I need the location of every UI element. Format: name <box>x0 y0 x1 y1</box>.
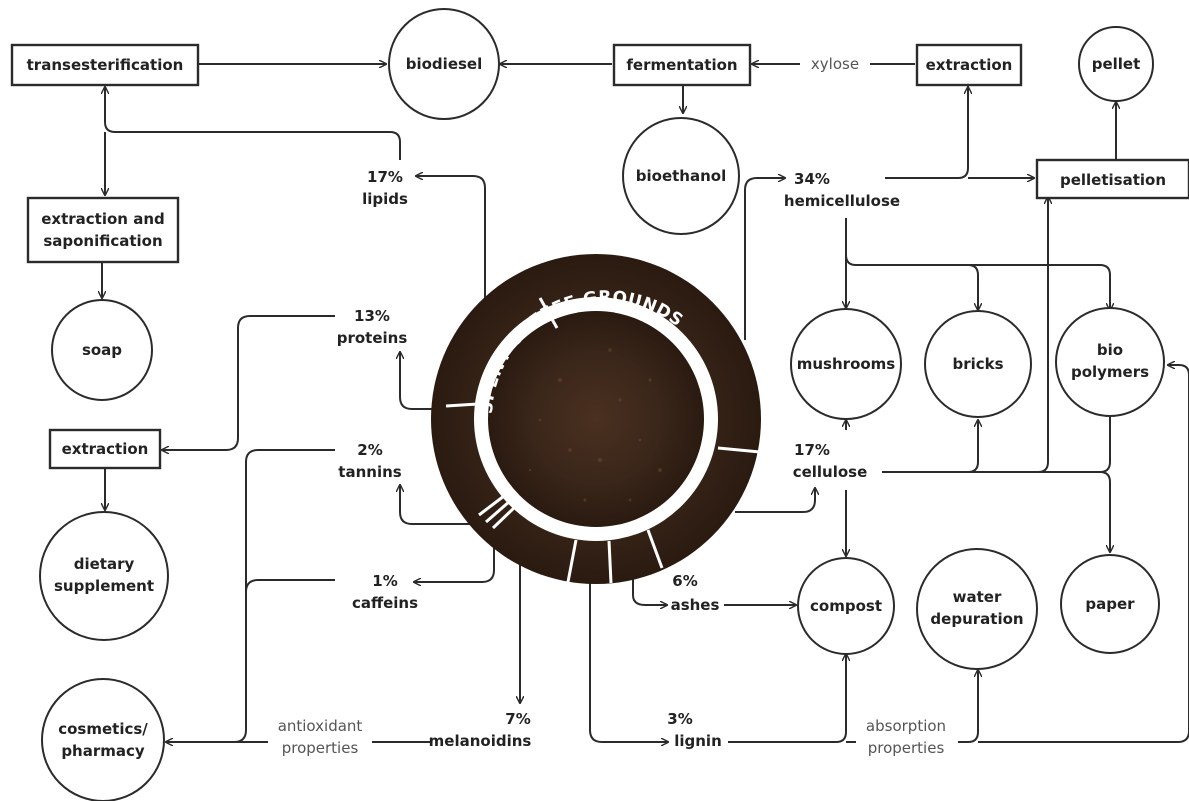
edge-center-lipids <box>416 176 486 312</box>
edge-cellulose-biopolymers <box>1099 461 1111 473</box>
name-proteins: proteins <box>337 329 408 347</box>
label-saponification: saponification <box>43 232 162 250</box>
coffee-texture <box>528 348 662 502</box>
label-dietary: dietary <box>74 555 135 573</box>
pct-cellulose: 17% <box>794 441 830 459</box>
node-paper <box>1060 554 1160 654</box>
edge-cellulose-pelletisation <box>1037 461 1049 473</box>
box-transesterification <box>10 43 200 87</box>
label-supplement: supplement <box>54 577 154 595</box>
edge-lipids-branch <box>104 121 401 160</box>
process-boxes: transesterification fermentation extract… <box>10 43 1189 470</box>
node-pellet <box>1078 26 1154 102</box>
edge-hemi-bricks <box>967 264 979 276</box>
node-mushrooms <box>790 308 902 420</box>
label-transesterification: transesterification <box>27 56 184 74</box>
label-extraction-and: extraction and <box>41 210 165 228</box>
edge-cellulose-paper <box>882 471 1111 548</box>
pct-melanoidins: 7% <box>505 710 530 728</box>
label-compost: compost <box>810 597 882 615</box>
pct-lignin: 3% <box>667 710 692 728</box>
label-extraction-left: extraction <box>62 440 149 458</box>
box-extraction-top <box>915 43 1023 87</box>
product-nodes: biodiesel bioethanol pellet soap dietary… <box>39 8 1165 801</box>
edges <box>102 64 1189 742</box>
pct-hemicellulose: 34% <box>794 170 830 188</box>
box-extraction-saponification <box>26 196 180 264</box>
node-bio-polymers <box>1055 307 1165 417</box>
name-lipids: lipids <box>362 190 408 208</box>
pct-proteins: 13% <box>354 307 390 325</box>
node-cosmetics-pharmacy <box>41 678 165 801</box>
node-compost <box>797 557 895 655</box>
edge-center-hemicellulose <box>744 178 785 340</box>
label-cosmetics: cosmetics/ <box>58 720 148 738</box>
edge-proteins-extraction <box>225 315 335 451</box>
node-biodiesel <box>388 8 500 120</box>
pct-tannins: 2% <box>357 441 382 459</box>
name-melanoidins: melanoidins <box>429 732 532 750</box>
label-water: water <box>953 588 1002 606</box>
label-pelletisation: pelletisation <box>1060 171 1166 189</box>
name-cellulose: cellulose <box>793 463 868 481</box>
label-paper: paper <box>1085 595 1135 613</box>
label-biodiesel: biodiesel <box>406 55 482 73</box>
inner-disc <box>488 311 704 527</box>
label-extraction-top: extraction <box>926 56 1013 74</box>
label-fermentation: fermentation <box>626 56 737 74</box>
box-extraction-left <box>48 428 162 470</box>
ring-separators <box>445 297 761 584</box>
node-bricks <box>924 310 1032 418</box>
note-antioxidant: antioxidant <box>278 717 363 735</box>
note-antioxidant-properties: properties <box>282 739 359 757</box>
label-mushrooms: mushrooms <box>797 355 896 373</box>
note-absorption-properties: properties <box>868 739 945 757</box>
edge-center-lignin <box>589 580 668 742</box>
pct-caffeins: 1% <box>372 572 397 590</box>
name-ashes: ashes <box>671 596 720 614</box>
label-bio: bio <box>1097 341 1123 359</box>
edge-lignin-compost <box>728 652 847 743</box>
edge-absorption-biopolymers <box>978 364 1189 743</box>
edge-hemi-right <box>845 254 1111 276</box>
label-polymers: polymers <box>1071 363 1149 381</box>
edge-caffeins-cosmetics <box>245 579 335 593</box>
box-pelletisation <box>1035 158 1189 200</box>
edge-cellulose-bricks <box>967 461 979 473</box>
annotations: xylose antioxidant properties absorption… <box>278 55 946 757</box>
label-bricks: bricks <box>952 355 1003 373</box>
edge-center-cellulose <box>735 488 815 513</box>
label-bioethanol: bioethanol <box>636 167 726 185</box>
edge-absorption-water <box>958 680 979 743</box>
node-water-depuration <box>916 548 1038 670</box>
edge-center-caffeins <box>414 522 495 582</box>
note-absorption: absorption <box>866 717 946 735</box>
center-spent-coffee-grounds: SPENT COFFEE GROUNDS <box>431 254 761 584</box>
label-pharmacy: pharmacy <box>61 742 145 760</box>
edge-hemi-extraction <box>885 167 969 179</box>
name-tannins: tannins <box>338 463 401 481</box>
node-dietary-supplement <box>39 511 169 641</box>
edge-center-tannins <box>400 485 478 525</box>
node-soap <box>51 299 153 401</box>
box-fermentation <box>612 43 752 87</box>
label-depuration: depuration <box>930 610 1023 628</box>
edge-center-proteins <box>400 352 446 410</box>
name-caffeins: caffeins <box>352 594 418 612</box>
name-hemicellulose: hemicellulose <box>784 192 900 210</box>
name-lignin: lignin <box>674 732 722 750</box>
node-bioethanol <box>622 117 740 235</box>
component-labels: 17% lipids 13% proteins 2% tannins 1% ca… <box>337 168 900 750</box>
note-xylose: xylose <box>811 55 859 73</box>
edge-tannins-cosmetics <box>233 449 335 743</box>
label-soap: soap <box>82 341 122 359</box>
pct-ashes: 6% <box>672 572 697 590</box>
edge-center-ashes <box>632 560 667 605</box>
pct-lipids: 17% <box>367 168 403 186</box>
label-pellet: pellet <box>1092 55 1141 73</box>
